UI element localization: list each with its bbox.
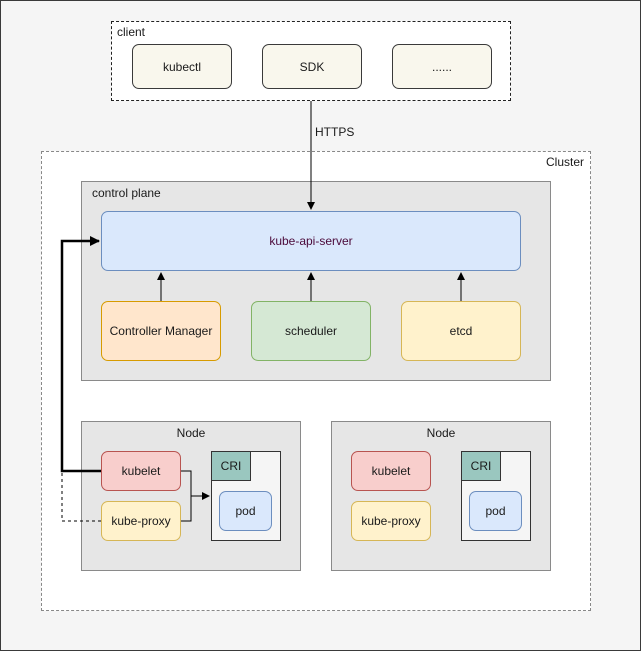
controller-manager-box: Controller Manager [101,301,221,361]
control-plane-label: control plane [92,186,161,200]
kubelet-box-1: kubelet [101,451,181,491]
kube-proxy-to-api-edge [61,471,101,522]
cri-label-2: CRI [461,451,501,481]
sdk-box: SDK [262,44,362,89]
node-label-2: Node [426,426,456,440]
more-clients-box: ...... [392,44,492,89]
https-label: HTTPS [315,125,355,139]
kubectl-box: kubectl [132,44,232,89]
client-region-label: client [117,25,146,39]
kube-proxy-to-cri-edge [181,496,192,522]
etcd-box: etcd [401,301,521,361]
kubelet-to-api-edge [60,236,101,473]
kube-proxy-box-2: kube-proxy [351,501,431,541]
node-label-1: Node [176,426,206,440]
pod-box-2: pod [469,491,522,531]
kube-proxy-box-1: kube-proxy [101,501,181,541]
kubelet-to-cri-edge [181,470,210,500]
client-region: client kubectl SDK ...... [111,21,511,101]
cri-label-1: CRI [211,451,251,481]
kube-api-server-box: kube-api-server [101,211,521,271]
cluster-region-label: Cluster [545,155,584,169]
kubelet-box-2: kubelet [351,451,431,491]
pod-box-1: pod [219,491,272,531]
scheduler-box: scheduler [251,301,371,361]
